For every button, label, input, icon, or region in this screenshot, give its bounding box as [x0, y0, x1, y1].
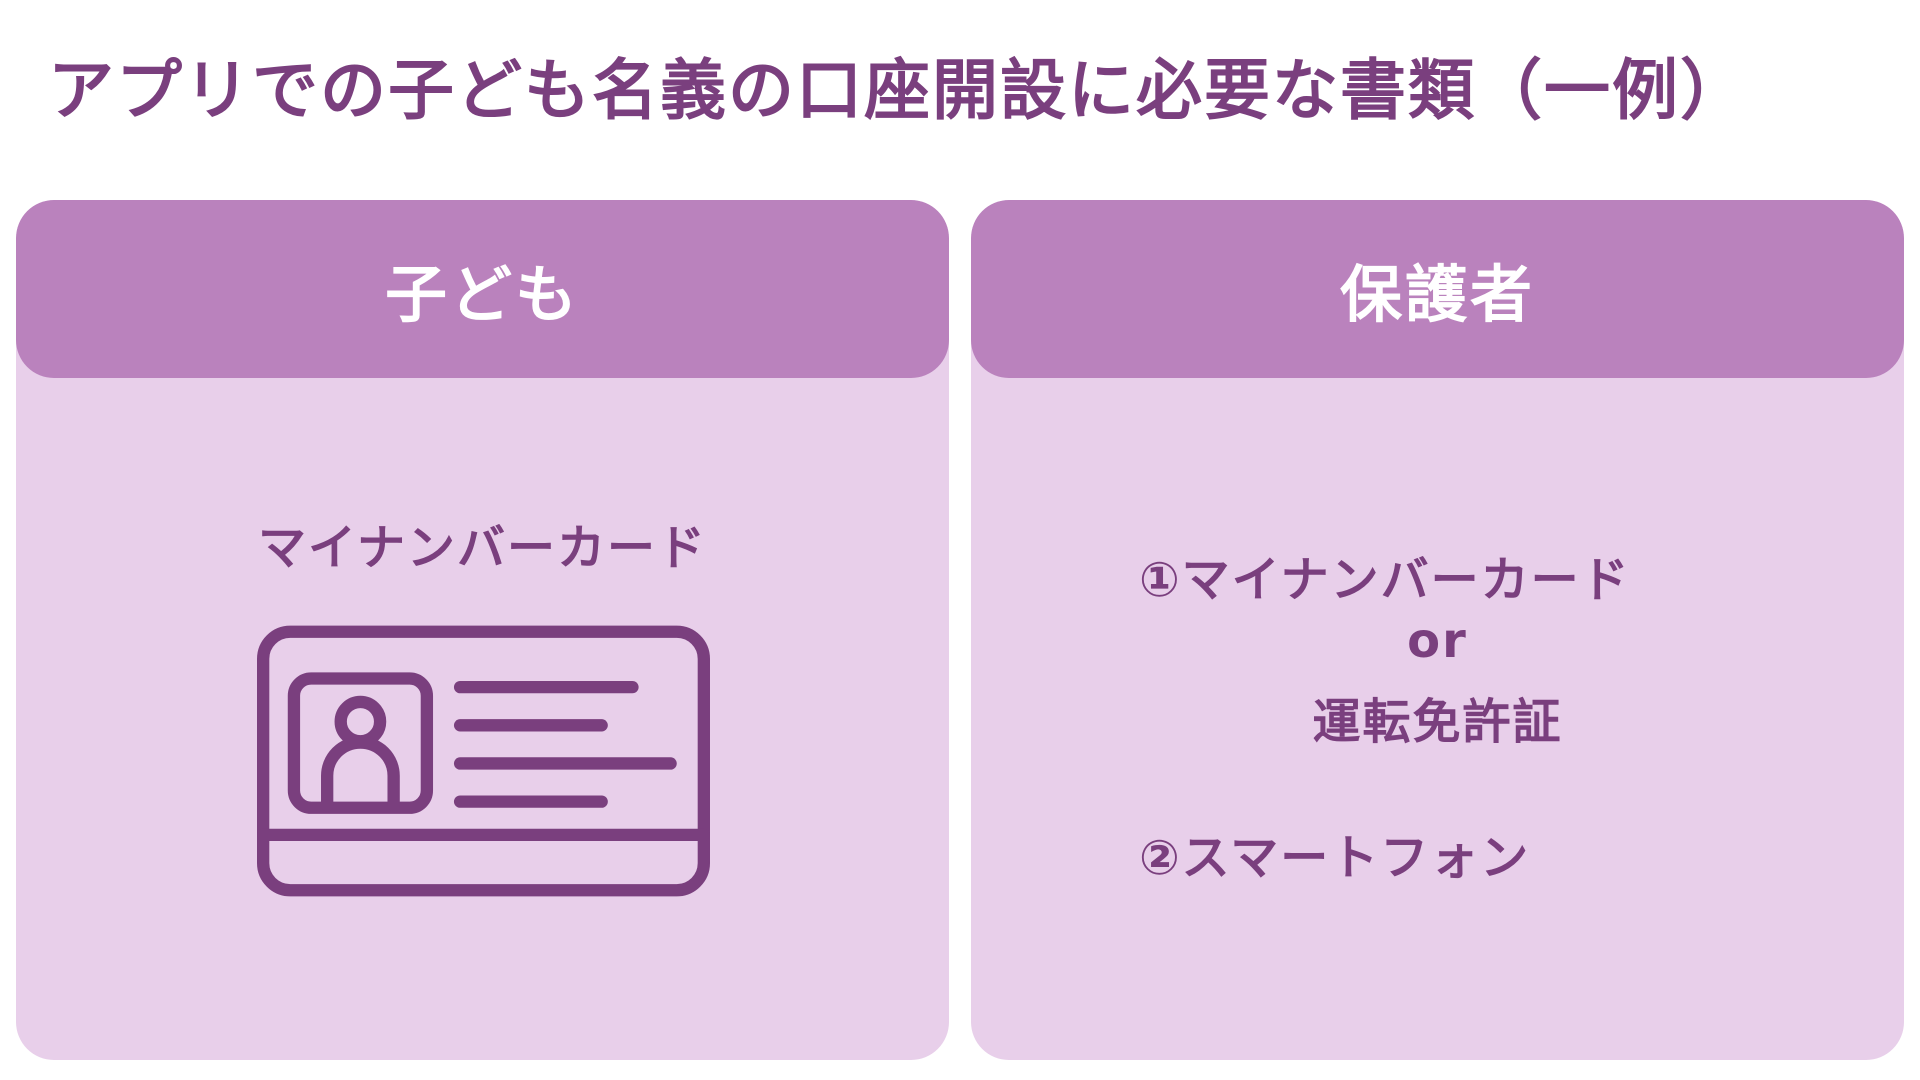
child-header-label: 子ども	[384, 258, 580, 331]
child-document-label: マイナンバーカード	[257, 520, 708, 576]
child-panel: 子ども マイナンバーカード	[16, 200, 949, 1060]
id-card-icon	[257, 625, 710, 897]
guardian-panel-header: 保護者	[971, 200, 1904, 378]
guardian-item-smartphone: ②スマートフォン	[1139, 830, 1531, 886]
child-panel-header: 子ども	[16, 200, 949, 378]
guardian-header-label: 保護者	[1339, 258, 1535, 331]
guardian-item-license: 運転免許証	[1312, 694, 1563, 750]
guardian-panel: 保護者 ①マイナンバーカード or 運転免許証 ②スマートフォン	[971, 200, 1904, 1060]
guardian-item-or: or	[1407, 613, 1468, 669]
page-title: アプリでの子ども名義の口座開設に必要な書類（一例）	[48, 52, 1748, 129]
guardian-item-mynumber: ①マイナンバーカード	[1139, 552, 1631, 608]
